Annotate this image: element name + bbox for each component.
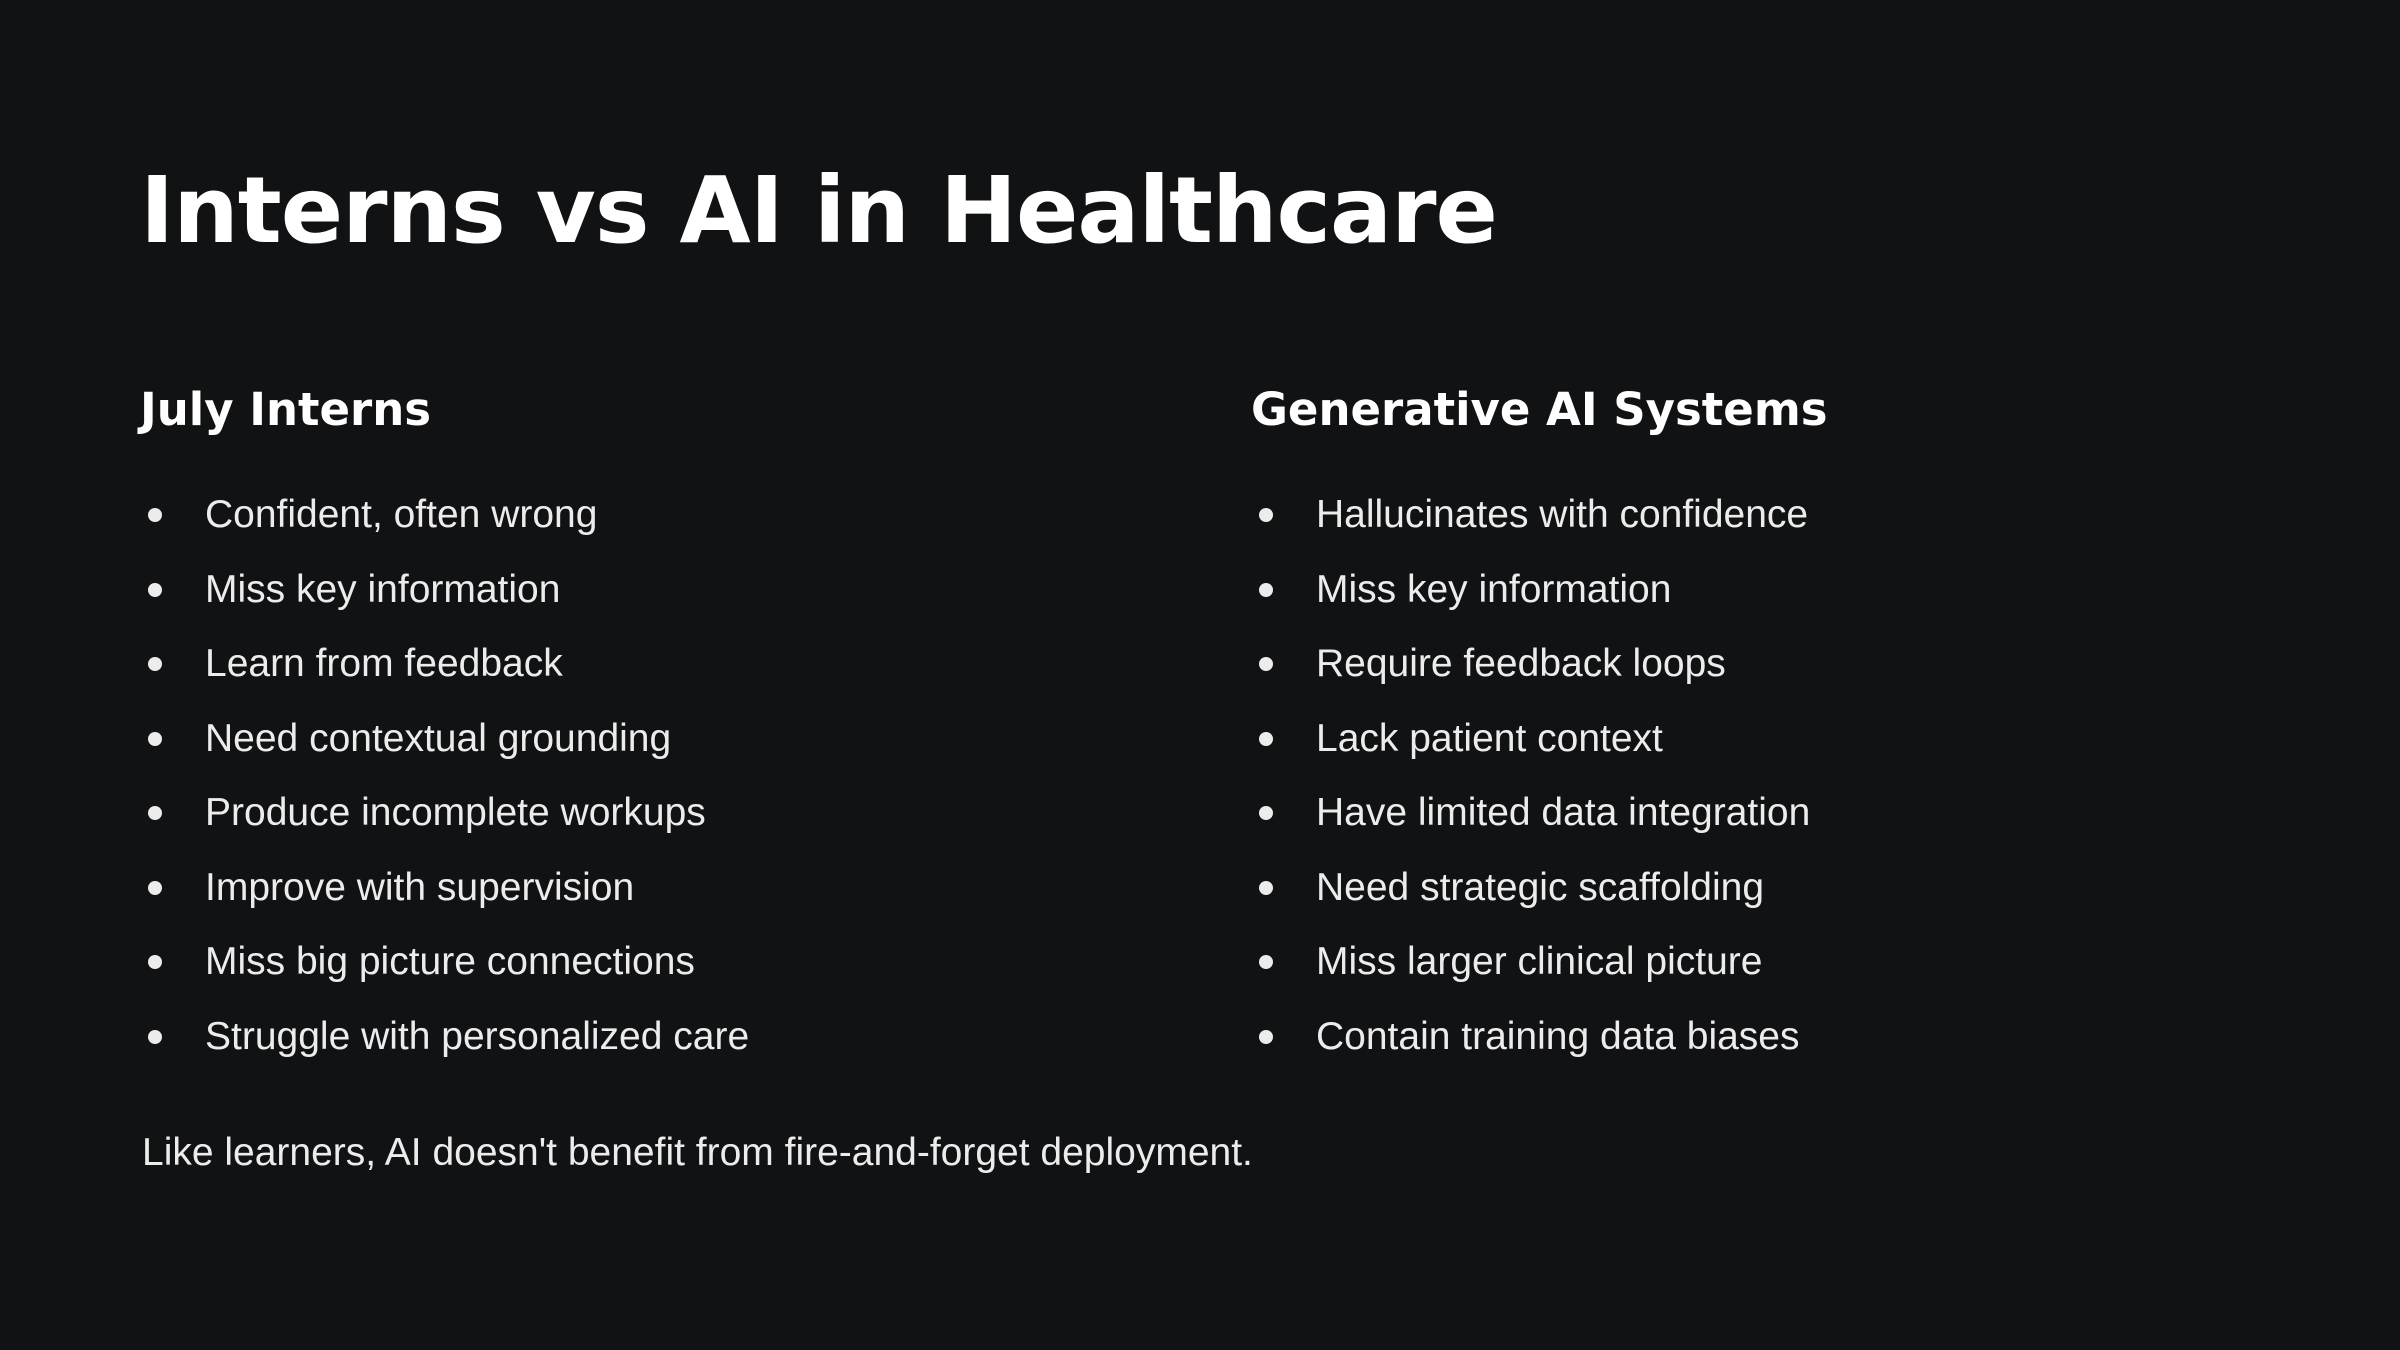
interns-heading: July Interns <box>140 383 432 436</box>
footer-note: Like learners, AI doesn't benefit from f… <box>142 1131 1253 1174</box>
list-item: Need contextual grounding <box>140 702 1140 777</box>
bullet-icon <box>1259 508 1273 523</box>
bullet-icon <box>148 955 162 970</box>
ai-systems-column: Generative AI Systems Hallucinates with … <box>1251 380 2251 1074</box>
list-item: Miss big picture connections <box>140 925 1140 1000</box>
slide-title: Interns vs AI in Healthcare <box>140 157 1498 264</box>
bullet-icon <box>1259 955 1273 970</box>
list-item-text: Learn from feedback <box>205 642 563 686</box>
bullet-icon <box>148 1029 162 1044</box>
interns-column: July Interns Confident, often wrong Miss… <box>140 380 1140 1074</box>
list-item-text: Need strategic scaffolding <box>1316 865 1765 909</box>
list-item-text: Hallucinates with confidence <box>1316 493 1809 537</box>
bullet-icon <box>148 806 162 821</box>
bullet-icon <box>148 508 162 523</box>
bullet-icon <box>148 731 162 746</box>
list-item: Produce incomplete workups <box>140 776 1140 851</box>
list-item: Miss larger clinical picture <box>1251 925 2251 1000</box>
list-item: Contain training data biases <box>1251 1000 2251 1075</box>
bullet-icon <box>1259 806 1273 821</box>
list-item: Lack patient context <box>1251 702 2251 777</box>
list-item-text: Have limited data integration <box>1316 791 1811 835</box>
list-item: Need strategic scaffolding <box>1251 851 2251 926</box>
list-item-text: Miss big picture connections <box>205 940 695 984</box>
list-item-text: Miss key information <box>1316 567 1672 611</box>
list-item: Require feedback loops <box>1251 627 2251 702</box>
list-item-text: Miss key information <box>205 567 561 611</box>
list-item: Have limited data integration <box>1251 776 2251 851</box>
list-item: Learn from feedback <box>140 627 1140 702</box>
bullet-icon <box>148 880 162 895</box>
list-item-text: Require feedback loops <box>1316 642 1726 686</box>
list-item: Miss key information <box>140 553 1140 628</box>
bullet-icon <box>148 657 162 672</box>
bullet-icon <box>1259 1029 1273 1044</box>
list-item: Miss key information <box>1251 553 2251 628</box>
list-item-text: Struggle with personalized care <box>205 1014 750 1058</box>
interns-list: Confident, often wrong Miss key informat… <box>140 478 1140 1074</box>
list-item: Struggle with personalized care <box>140 1000 1140 1075</box>
ai-systems-list: Hallucinates with confidence Miss key in… <box>1251 478 2251 1074</box>
list-item-text: Produce incomplete workups <box>205 791 706 835</box>
ai-systems-heading: Generative AI Systems <box>1251 383 1828 436</box>
list-item-text: Lack patient context <box>1316 716 1663 760</box>
bullet-icon <box>148 582 162 597</box>
bullet-icon <box>1259 657 1273 672</box>
list-item: Confident, often wrong <box>140 478 1140 553</box>
list-item-text: Improve with supervision <box>205 865 635 909</box>
list-item-text: Need contextual grounding <box>205 716 672 760</box>
list-item-text: Contain training data biases <box>1316 1014 1800 1058</box>
list-item: Hallucinates with confidence <box>1251 478 2251 553</box>
bullet-icon <box>1259 731 1273 746</box>
bullet-icon <box>1259 582 1273 597</box>
bullet-icon <box>1259 880 1273 895</box>
list-item: Improve with supervision <box>140 851 1140 926</box>
list-item-text: Miss larger clinical picture <box>1316 940 1763 984</box>
list-item-text: Confident, often wrong <box>205 493 598 537</box>
